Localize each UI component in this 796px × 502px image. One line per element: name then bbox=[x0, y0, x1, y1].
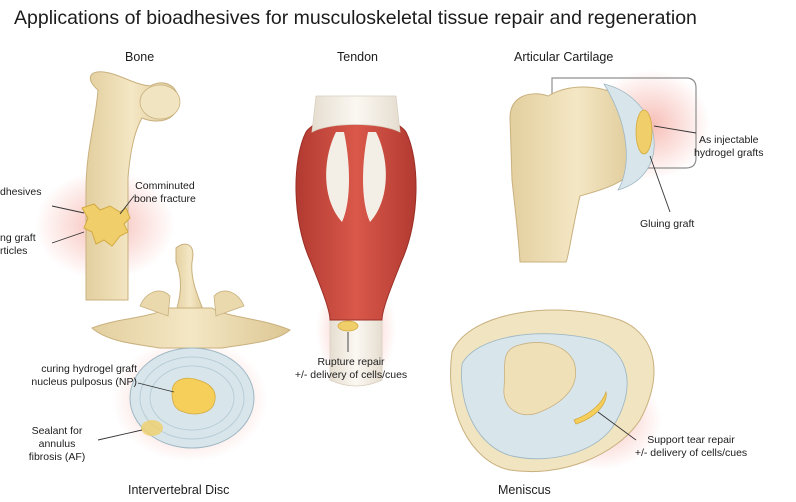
label-disc-af-line1: Sealant for bbox=[16, 425, 98, 438]
label-bone-fracture-line2: bone fracture bbox=[134, 193, 196, 206]
label-meniscus-line1: Support tear repair bbox=[626, 434, 756, 447]
femoral-head bbox=[140, 85, 180, 119]
vertebra-facet-right bbox=[214, 291, 244, 316]
section-title-disc: Intervertebral Disc bbox=[128, 483, 229, 497]
label-meniscus: Support tear repair +/- delivery of cell… bbox=[626, 434, 756, 460]
label-bone-fracture-line1: Comminuted bbox=[134, 180, 196, 193]
label-cartilage-inject-line1: As injectable bbox=[694, 134, 763, 147]
cartilage-illustration bbox=[510, 70, 710, 262]
vertebra-arch bbox=[92, 308, 290, 348]
annulus-sealant bbox=[141, 420, 163, 436]
section-title-cartilage: Articular Cartilage bbox=[514, 50, 613, 64]
label-tendon-line1: Rupture repair bbox=[286, 356, 416, 369]
label-bone-graft: ng graft rticles bbox=[0, 232, 36, 258]
label-tendon-line2: +/- delivery of cells/cues bbox=[286, 369, 416, 382]
label-cartilage-glue: Gluing graft bbox=[640, 218, 694, 231]
label-disc-af-line3: fibrosis (AF) bbox=[16, 451, 98, 464]
injectable-graft bbox=[636, 110, 652, 154]
label-meniscus-line2: +/- delivery of cells/cues bbox=[626, 447, 756, 460]
label-bone-graft-line1: ng graft bbox=[0, 232, 36, 245]
label-disc-af: Sealant for annulus fibrosis (AF) bbox=[16, 425, 98, 464]
label-bone-fracture: Comminuted bone fracture bbox=[134, 180, 196, 206]
tendon-illustration bbox=[296, 96, 416, 390]
vertebra-spinous bbox=[174, 244, 206, 318]
label-bone-adhesives: dhesives bbox=[0, 186, 41, 199]
label-cartilage-inject-line2: hydrogel grafts bbox=[694, 147, 763, 160]
section-title-tendon: Tendon bbox=[337, 50, 378, 64]
label-disc-np-line2: nucleus pulposus (NP) bbox=[0, 376, 137, 389]
label-cartilage-inject: As injectable hydrogel grafts bbox=[694, 134, 763, 160]
muscle-belly bbox=[296, 116, 416, 321]
label-disc-np-line1: curing hydrogel graft bbox=[0, 363, 137, 376]
section-title-bone: Bone bbox=[125, 50, 154, 64]
label-disc-af-line2: annulus bbox=[16, 438, 98, 451]
label-disc-np: curing hydrogel graft nucleus pulposus (… bbox=[0, 363, 137, 389]
label-bone-graft-line2: rticles bbox=[0, 245, 36, 258]
vertebra-facet-left bbox=[140, 291, 170, 316]
label-tendon-rupture: Rupture repair +/- delivery of cells/cue… bbox=[286, 356, 416, 382]
tendon-repair-graft bbox=[338, 321, 358, 331]
section-title-meniscus: Meniscus bbox=[498, 483, 551, 497]
